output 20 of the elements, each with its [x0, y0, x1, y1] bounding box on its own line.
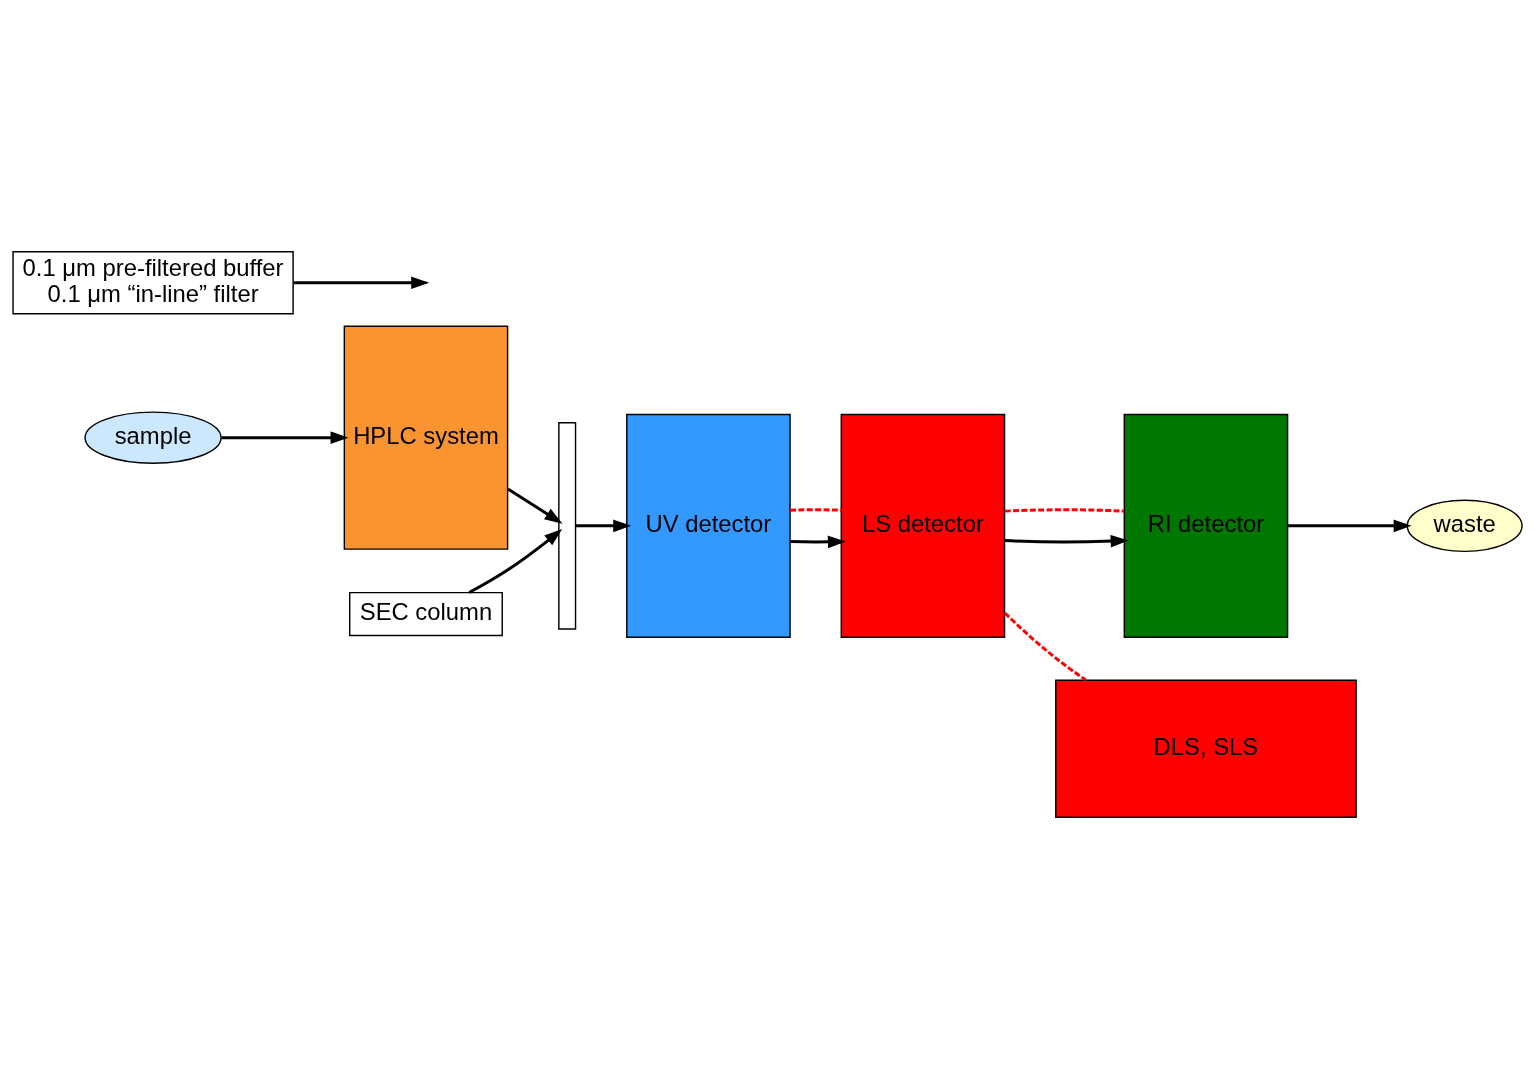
- connector: [1004, 507, 1125, 513]
- arrow: [221, 430, 349, 444]
- node-bar: [558, 421, 577, 630]
- connector: [790, 507, 842, 512]
- node-box: 0.1 μm pre-filtered buffer 0.1 μm “in-line” filter: [12, 250, 294, 314]
- node-box: UV detector: [626, 413, 791, 638]
- arrow: [575, 519, 632, 532]
- connector: [1003, 611, 1087, 681]
- node-box: DLS, SLS: [1055, 678, 1357, 818]
- node-box: LS detector: [840, 413, 1006, 638]
- node-box: HPLC system: [343, 325, 509, 550]
- arrow: [1004, 534, 1129, 547]
- node-ellipse: sample: [84, 410, 222, 464]
- arrow: [1287, 519, 1412, 532]
- arrow: [790, 535, 846, 548]
- node-box: RI detector: [1123, 413, 1289, 638]
- arrow: [468, 528, 563, 594]
- node-box: SEC column: [349, 591, 503, 636]
- node-ellipse: waste: [1406, 499, 1523, 552]
- arrow: [507, 487, 563, 524]
